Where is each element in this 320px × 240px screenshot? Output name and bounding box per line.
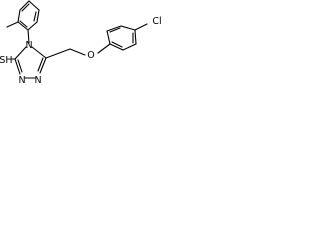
atom-n-bottom-left: N xyxy=(18,75,25,86)
tolyl-bond-5 xyxy=(17,9,21,23)
aryl-n-bond xyxy=(27,29,30,44)
methyl-bond xyxy=(6,21,19,28)
ch2-o-bond xyxy=(69,48,86,56)
tolyl-bond-4 xyxy=(17,21,29,31)
clphenyl-bond-5 xyxy=(122,43,137,51)
atom-cl: Cl xyxy=(152,16,161,27)
clphenyl-inner-1 xyxy=(109,27,121,33)
triazole-bond-2 xyxy=(39,57,47,74)
atom-n-bottom-right: N xyxy=(34,75,41,86)
tolyl-inner-2 xyxy=(19,20,28,28)
clphenyl-bond-3 xyxy=(120,25,136,31)
triazole-double-4 xyxy=(17,59,23,73)
structure-diagram: N N N SH O Cl xyxy=(0,0,162,86)
atom-sh: SH xyxy=(0,55,13,66)
tolyl-inner-1 xyxy=(33,11,37,22)
triazole-bond-1 xyxy=(31,46,47,59)
c-cl-bond xyxy=(134,23,148,31)
triazole-double-2 xyxy=(37,57,44,72)
clphenyl-bond-4 xyxy=(134,29,137,45)
tolyl-bond-3 xyxy=(27,21,38,31)
tolyl-bond-1 xyxy=(28,0,40,11)
bonds xyxy=(6,0,148,79)
atom-o: O xyxy=(87,50,94,61)
o-aryl-bond xyxy=(97,43,111,54)
clphenyl-bond-2 xyxy=(106,25,122,32)
triazole-bond-4 xyxy=(14,58,21,75)
clphenyl-bond-6 xyxy=(109,43,124,51)
atom-n-top: N xyxy=(25,40,32,51)
clphenyl-inner-3 xyxy=(111,41,123,48)
triazole-bond-5 xyxy=(14,46,27,60)
c-ch2-bond xyxy=(45,48,71,59)
tolyl-bond-2 xyxy=(36,9,40,23)
tolyl-bond-6 xyxy=(19,0,30,11)
tolyl-inner-3 xyxy=(21,3,30,12)
clphenyl-bond-1 xyxy=(106,30,111,45)
